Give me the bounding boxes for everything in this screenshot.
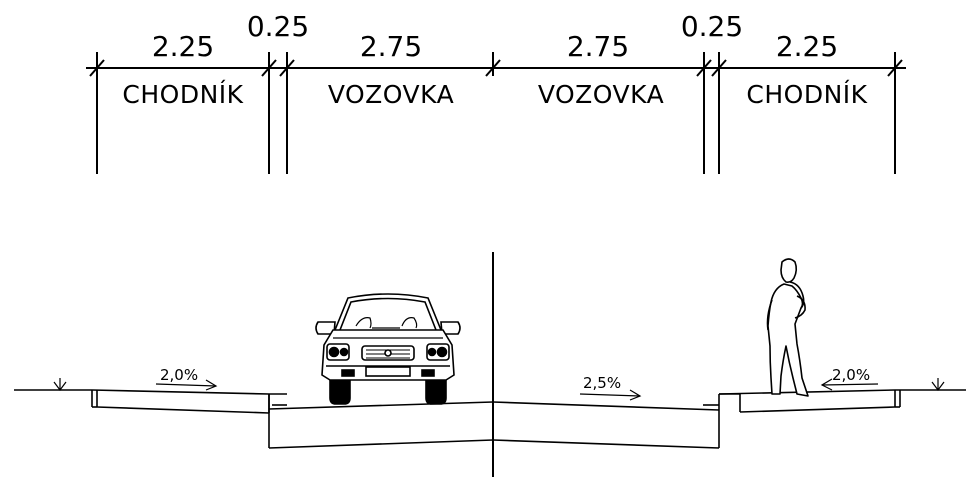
- dimension-tick: [485, 59, 501, 77]
- dimension-value: 0.25: [681, 10, 743, 43]
- dimension-value: 2.25: [776, 30, 838, 63]
- dimension-value: 0.25: [247, 10, 309, 43]
- segment-label: CHODNÍK: [746, 80, 867, 109]
- left-sidewalk: [91, 389, 270, 414]
- segment-label: VOZOVKA: [328, 80, 454, 109]
- slope-arrow-icon: [155, 383, 217, 387]
- ground-level-marker-icon: [931, 378, 945, 391]
- segment-label: CHODNÍK: [122, 80, 243, 109]
- slope-label: 2,0%: [160, 366, 198, 384]
- road-base-right: [492, 439, 720, 449]
- dimension-tick: [711, 59, 727, 77]
- dimension-tick: [89, 59, 105, 77]
- dimension-tick: [261, 59, 277, 77]
- dimension-value: 2.25: [152, 30, 214, 63]
- segment-label: VOZOVKA: [538, 80, 664, 109]
- dimension-tick: [279, 59, 295, 77]
- pedestrian-icon: [766, 258, 809, 397]
- arrowhead-icon: [205, 379, 218, 391]
- road-surface-right: [492, 401, 720, 411]
- road-profile: [14, 378, 966, 449]
- dimension-tick: [696, 59, 712, 77]
- slope-annotation-center: 2,5%: [579, 374, 642, 401]
- dimension-value: 2.75: [360, 30, 422, 63]
- slope-annotation-right: 2,0%: [820, 366, 879, 391]
- dimension-tick: [887, 59, 903, 77]
- slope-annotation-left: 2,0%: [155, 366, 218, 391]
- road-surface-left: [268, 401, 494, 410]
- ground-level-marker-icon: [53, 378, 67, 391]
- slope-arrow-icon: [579, 393, 641, 397]
- road-base-left: [268, 439, 494, 449]
- slope-label: 2,0%: [832, 366, 870, 384]
- dimension-value: 2.75: [567, 30, 629, 63]
- arrowhead-icon: [629, 389, 642, 401]
- car-front-icon: [315, 293, 461, 405]
- slope-arrow-icon: [821, 383, 879, 386]
- right-sidewalk: [718, 389, 901, 413]
- slope-label: 2,5%: [583, 374, 621, 392]
- dimension-chain: 2.25 0.25 2.75 2.75 0.25 2.25 CHODNÍK VO…: [86, 10, 906, 174]
- arrowhead-icon: [820, 378, 833, 391]
